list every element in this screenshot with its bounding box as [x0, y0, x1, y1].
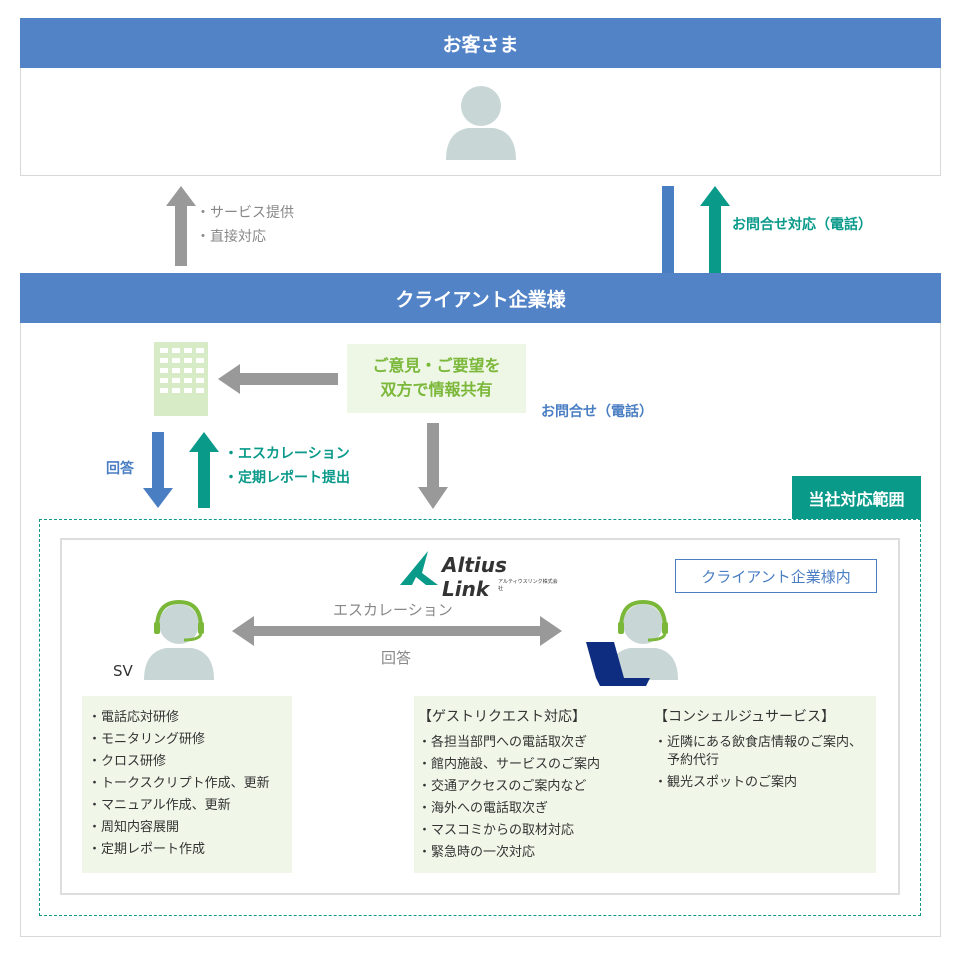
inquiry-response-label: お問合せ対応（電話） [732, 217, 872, 233]
center-arrow-bottom-label: 回答 [381, 649, 412, 667]
customer-person-icon [446, 86, 516, 160]
list-item: ・トークスクリプト作成、更新 [88, 776, 270, 791]
list-item: ・モニタリング研修 [88, 732, 206, 747]
feedback-arrow-down [418, 423, 448, 509]
list-item: ・マスコミからの取材対応 [418, 823, 575, 838]
sv-person-headset-icon [144, 599, 214, 680]
service-arrow-up [166, 186, 196, 266]
logo-mark-icon [400, 551, 438, 585]
list-item: ・緊急時の一次対応 [418, 845, 536, 860]
guest-heading: 【ゲストリクエスト対応】 [418, 709, 586, 725]
inside-client-tag: クライアント企業様内 [675, 559, 877, 593]
list-item: ・館内施設、サービスのご案内 [418, 757, 601, 772]
laptop-icon [586, 642, 650, 686]
operator-person-headset-icon [608, 599, 678, 680]
list-item: ・交通アクセスのご案内など [418, 779, 587, 794]
concierge-list: 【コンシェルジュサービス】 ・近隣にある飲食店情報のご案内、 予約代行 ・観光ス… [654, 706, 862, 794]
client-header: クライアント企業様 [20, 273, 941, 323]
service-list-box [414, 696, 876, 873]
center-arrow-top-label: エスカレーション [333, 601, 453, 619]
answer-arrow-down [143, 432, 173, 508]
answer-label: 回答 [106, 461, 134, 477]
list-item: ・近隣にある飲食店情報のご案内、 [654, 735, 863, 750]
list-item: ・周知内容展開 [88, 820, 180, 835]
list-item: 予約代行 [654, 753, 720, 768]
feedback-arrow-left [218, 364, 338, 394]
escalation-labels: ・エスカレーション ・定期レポート提出 [224, 442, 350, 490]
scope-area [39, 519, 921, 916]
building-icon [154, 342, 208, 416]
concierge-heading: 【コンシェルジュサービス】 [654, 709, 836, 725]
customer-title: お客さま [442, 33, 519, 56]
label-escalation: ・エスカレーション [224, 446, 350, 462]
scope-badge: 当社対応範囲 [792, 476, 921, 519]
inner-area [60, 538, 900, 895]
altius-link-logo: Altius Link アルティウスリンク株式会社 [400, 551, 560, 601]
guest-request-list: 【ゲストリクエスト対応】 ・各担当部門への電話取次ぎ ・館内施設、サービスのご案… [418, 706, 600, 864]
sv-task-list: ・電話応対研修 ・モニタリング研修 ・クロス研修 ・トークスクリプト作成、更新 … [82, 696, 292, 873]
feedback-line2: 双方で情報共有 [380, 380, 493, 399]
list-item: ・観光スポットのご案内 [654, 775, 798, 790]
list-item: ・各担当部門への電話取次ぎ [418, 735, 588, 750]
feedback-line1: ご意見・ご要望を [372, 356, 501, 375]
logo-subtext: アルティウスリンク株式会社 [498, 579, 558, 592]
list-item: ・電話応対研修 [88, 710, 180, 725]
logo-text: Altius Link [442, 553, 507, 601]
label-service: ・サービス提供 [196, 205, 294, 221]
list-item: ・マニュアル作成、更新 [88, 798, 231, 813]
service-labels: ・サービス提供 ・直接対応 [196, 201, 294, 249]
list-item: ・クロス研修 [88, 754, 167, 769]
customer-header: お客さま [20, 18, 941, 68]
client-title: クライアント企業様 [395, 288, 566, 311]
inquiry-label: お問合せ（電話） [541, 404, 653, 420]
list-item: ・定期レポート作成 [88, 842, 206, 857]
escalation-arrow-up [189, 432, 219, 508]
escalation-two-way-arrow [232, 616, 562, 646]
feedback-box: ご意見・ご要望を 双方で情報共有 [347, 344, 526, 413]
label-direct: ・直接対応 [196, 229, 266, 245]
list-item: ・海外への電話取次ぎ [418, 801, 549, 816]
sv-label: SV [113, 662, 133, 680]
label-report: ・定期レポート提出 [224, 470, 350, 486]
